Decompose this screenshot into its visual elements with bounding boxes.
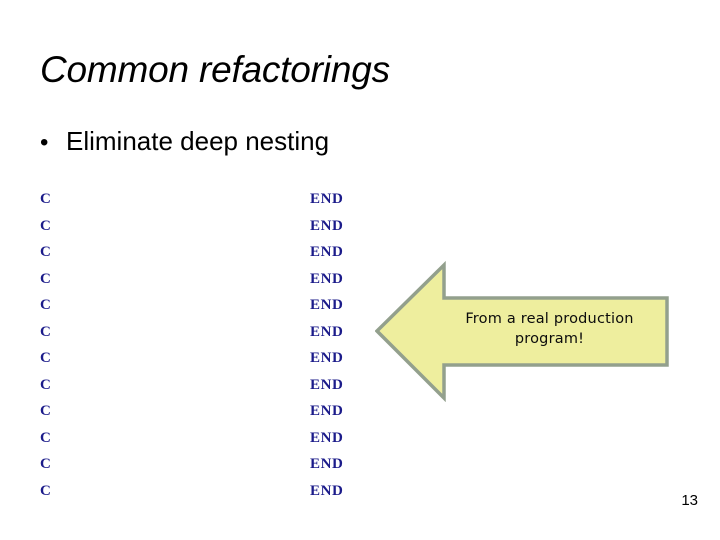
left-arrow-icon xyxy=(375,260,669,402)
callout-arrow: From a real production program! xyxy=(375,260,670,402)
callout-line-1: From a real production xyxy=(465,311,634,327)
code-column-right: END END END END END END END END END END … xyxy=(310,191,344,499)
callout-text: From a real production program! xyxy=(437,309,662,349)
code-column-left: C C C C C C C C C C C C xyxy=(40,191,52,499)
page-number: 13 xyxy=(681,492,698,509)
code-sample-block: C C C C C C C C C C C C END END END END … xyxy=(0,186,720,506)
bullet-marker-icon: • xyxy=(40,129,49,156)
bullet-list-item: • Eliminate deep nesting xyxy=(40,124,329,160)
bullet-item-label: Eliminate deep nesting xyxy=(66,126,330,156)
callout-line-2: program! xyxy=(514,331,585,347)
page-title: Common refactorings xyxy=(40,49,390,90)
